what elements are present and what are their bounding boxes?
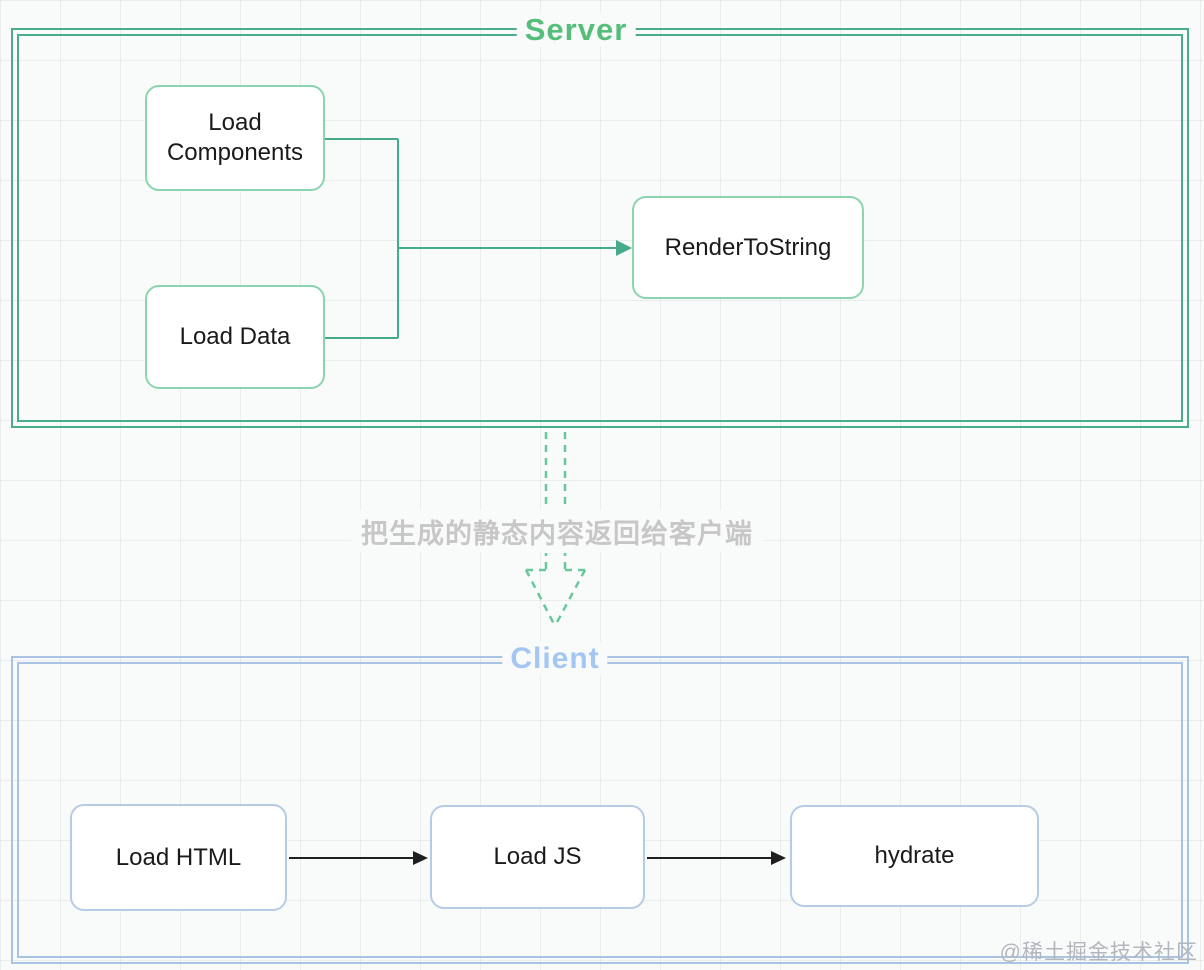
node-load-data-label: Load Data <box>179 323 291 350</box>
node-load-js[interactable]: Load JS <box>430 805 645 909</box>
node-load-components[interactable]: Load Components <box>145 85 325 191</box>
node-hydrate-label: hydrate <box>874 842 955 869</box>
watermark: @稀土掘金技术社区 <box>999 941 1198 964</box>
node-load-js-label: Load JS <box>493 843 582 870</box>
node-load-html-label: Load HTML <box>115 843 242 871</box>
node-load-html[interactable]: Load HTML <box>70 804 287 911</box>
node-render-to-string-label: RenderToString <box>664 233 832 261</box>
transfer-label: 把生成的静态内容返回给客户端 <box>351 510 763 553</box>
node-render-to-string[interactable]: RenderToString <box>632 196 864 299</box>
node-load-data[interactable]: Load Data <box>145 285 325 389</box>
client-section-title: Client <box>502 642 608 675</box>
server-section-title: Server <box>516 12 636 48</box>
node-load-components-label: Load Components <box>166 109 304 166</box>
node-hydrate[interactable]: hydrate <box>790 805 1039 907</box>
